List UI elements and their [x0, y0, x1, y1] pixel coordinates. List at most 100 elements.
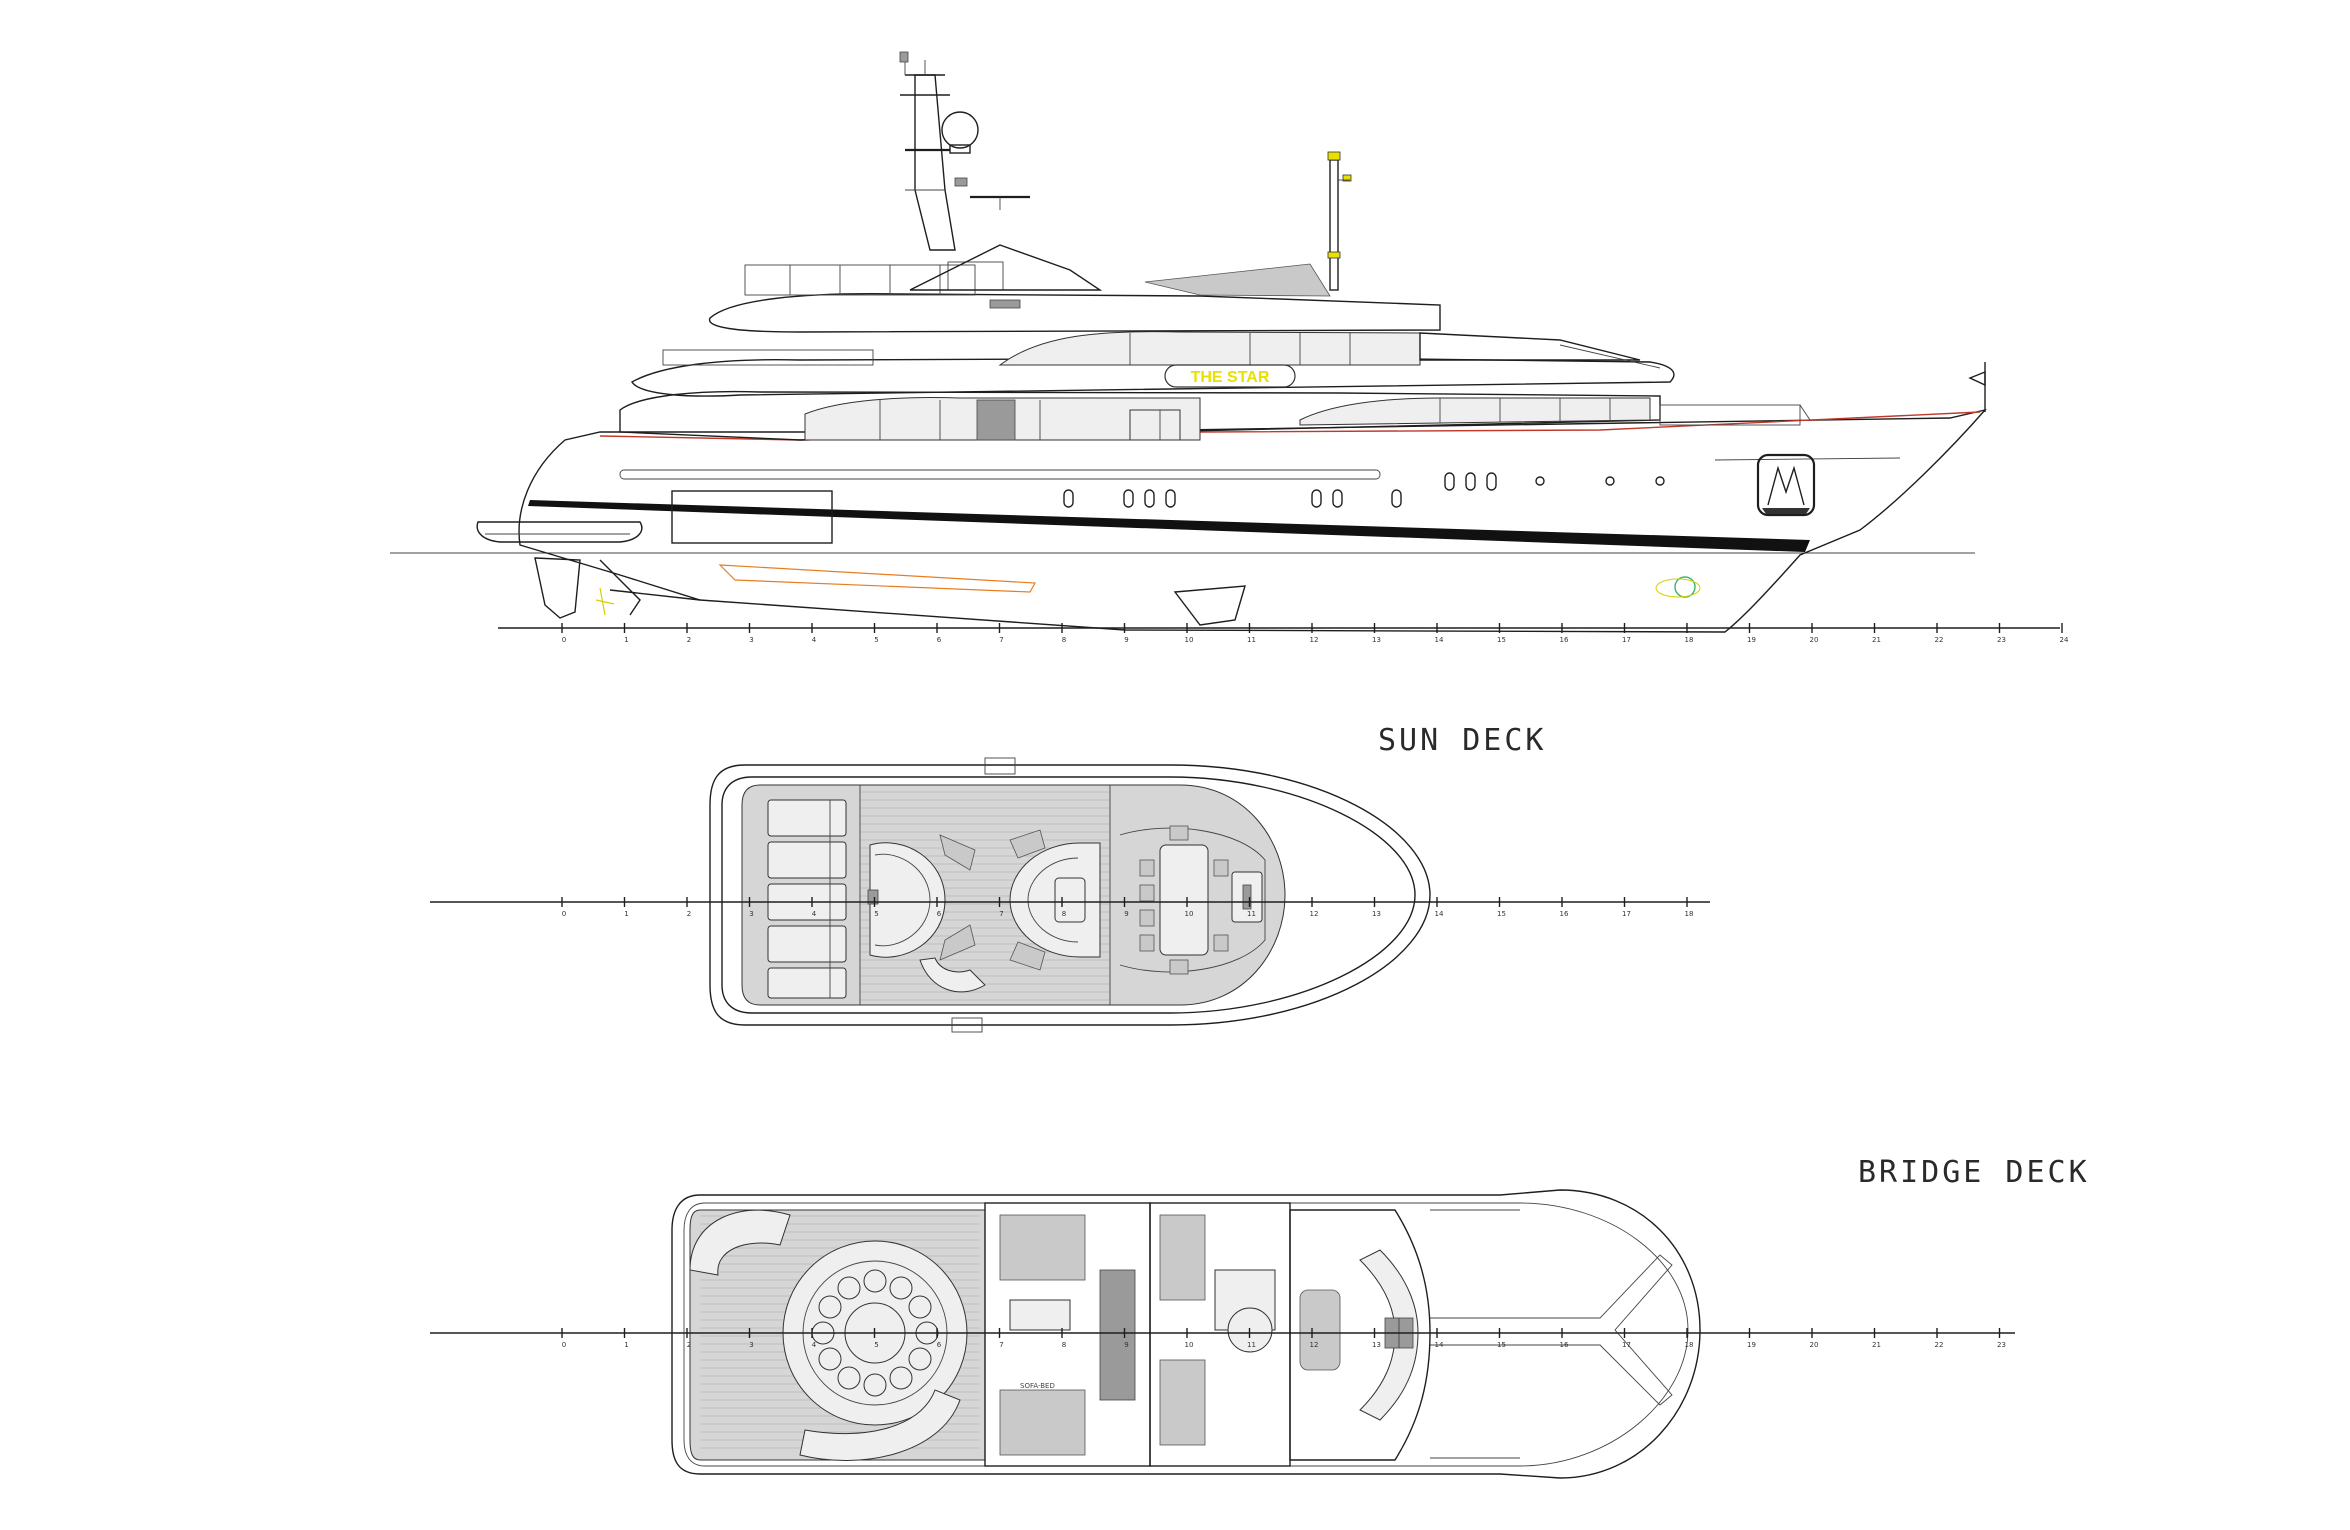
profile-frame-label: 6 [937, 636, 942, 644]
sun-frame-label: 6 [937, 910, 942, 918]
rudder [534, 557, 581, 619]
salon-table [1009, 1299, 1071, 1331]
profile-frame-label: 19 [1747, 636, 1756, 644]
hull-line-forward [1714, 457, 1901, 461]
forward-window-mullions [1439, 398, 1611, 423]
bridge-frame-label: 7 [999, 1341, 1003, 1349]
tender-icon [476, 521, 643, 543]
sun-frame-label: 17 [1622, 910, 1631, 918]
sun-frame-label: 7 [999, 910, 1003, 918]
bow-thruster-outline [1655, 578, 1701, 598]
bridge-frame-label: 12 [1310, 1341, 1319, 1349]
profile-frame-label: 1 [624, 636, 628, 644]
bridge-frame-label: 2 [687, 1341, 691, 1349]
dining-chair [908, 1295, 932, 1319]
sun-frame-label: 3 [749, 910, 753, 918]
profile-frame-label: 16 [1560, 636, 1569, 644]
sun-frame-label: 8 [1062, 910, 1066, 918]
dining-chair [837, 1276, 861, 1300]
bridge-frame-label: 21 [1872, 1341, 1881, 1349]
profile-frame-label: 15 [1497, 636, 1506, 644]
captain-seat [1299, 1289, 1341, 1371]
bridge-frame-label: 9 [1124, 1341, 1128, 1349]
profile-frame-label: 5 [874, 636, 878, 644]
bridge-rail [1559, 344, 1661, 369]
bridge-frame-label: 4 [812, 1341, 817, 1349]
profile-frame-label: 14 [1435, 636, 1444, 644]
profile-frame-label: 11 [1247, 636, 1256, 644]
profile-view: THE STAR [390, 51, 1987, 633]
foredeck-side-rail [1430, 1209, 1520, 1459]
profile-frame-label: 4 [812, 636, 817, 644]
sun-deck-canopy [1144, 263, 1331, 297]
profile-frame-label: 3 [749, 636, 753, 644]
profile-frame-label: 17 [1622, 636, 1631, 644]
yacht-name: THE STAR [1191, 369, 1270, 386]
salon-cabinet [1099, 1269, 1136, 1401]
bridge-frame-label: 14 [1435, 1341, 1444, 1349]
dining-chair [837, 1366, 861, 1390]
dining-chair [889, 1366, 913, 1390]
bridge-deck-windows [998, 331, 1421, 366]
sun-frame-label: 16 [1560, 910, 1569, 918]
profile-frame-label: 8 [1062, 636, 1066, 644]
round-dining-chairs [811, 1269, 939, 1397]
stabilizer-fin [1173, 585, 1246, 626]
mid-lounge [1009, 829, 1101, 971]
bridge-deck-outline [671, 1189, 1701, 1479]
dining-chair [863, 1373, 887, 1397]
sun-frame-label: 10 [1185, 910, 1194, 918]
bridge-frame-label: 1 [624, 1341, 628, 1349]
dining-chair [908, 1347, 932, 1371]
sun-deck-level [708, 293, 1441, 333]
bridge-frame-label: 20 [1810, 1341, 1819, 1349]
bridge-frame-label: 17 [1622, 1341, 1631, 1349]
profile-frame-label: 9 [1124, 636, 1128, 644]
sun-frame-label: 15 [1497, 910, 1506, 918]
foredeck-rail [1799, 404, 1811, 421]
bridge-frame-label: 23 [1997, 1341, 2006, 1349]
dining-chair [863, 1269, 887, 1293]
bridge-frame-label: 11 [1247, 1341, 1256, 1349]
salon-sofa-stbd [999, 1389, 1086, 1456]
bridge-frame-label: 6 [937, 1341, 942, 1349]
main-deck-forward-windows [1299, 397, 1651, 426]
aft-stair-port [689, 1209, 791, 1276]
foredeck-walkway [1430, 1254, 1673, 1406]
hull-outline [518, 408, 1987, 633]
profile-frame-label: 13 [1372, 636, 1381, 644]
sun-deck-bulwark [721, 776, 1416, 1014]
bridge-deck-bulwark [683, 1202, 1689, 1467]
profile-frame-label: 18 [1685, 636, 1694, 644]
sun-frame-label: 13 [1372, 910, 1381, 918]
profile-frame-label: 23 [1997, 636, 2006, 644]
aft-stair-stbd [799, 1389, 961, 1461]
sail-emblem-icon [1756, 453, 1816, 517]
profile-frame-label: 0 [562, 636, 566, 644]
forward-mast [1327, 151, 1352, 291]
profile-frame-label: 22 [1935, 636, 1944, 644]
profile-frame-label: 7 [999, 636, 1003, 644]
bridge-frame-label: 5 [874, 1341, 878, 1349]
propeller-icon [595, 587, 615, 616]
sun-frame-label: 4 [812, 910, 817, 918]
bridge-deck-plan: SOFA-BED [671, 1189, 1701, 1479]
garage-door [671, 490, 833, 544]
sun-loungers [767, 799, 847, 999]
stair-treads [1159, 1214, 1276, 1446]
bow-thruster-mark [1674, 576, 1696, 598]
propeller-strut [599, 559, 701, 616]
main-deck-window-mullions [879, 399, 1181, 441]
bridge-frame-label: 3 [749, 1341, 753, 1349]
profile-frame-label: 12 [1310, 636, 1319, 644]
dining-chair [818, 1347, 842, 1371]
profile-frame-label: 21 [1872, 636, 1881, 644]
bridge-deck-title: BRIDGE DECK [1858, 1155, 2090, 1190]
bridge-deck-overhang [631, 357, 1675, 397]
wheelhouse-front [1419, 332, 1641, 361]
sun-deck-dining [1119, 825, 1266, 975]
